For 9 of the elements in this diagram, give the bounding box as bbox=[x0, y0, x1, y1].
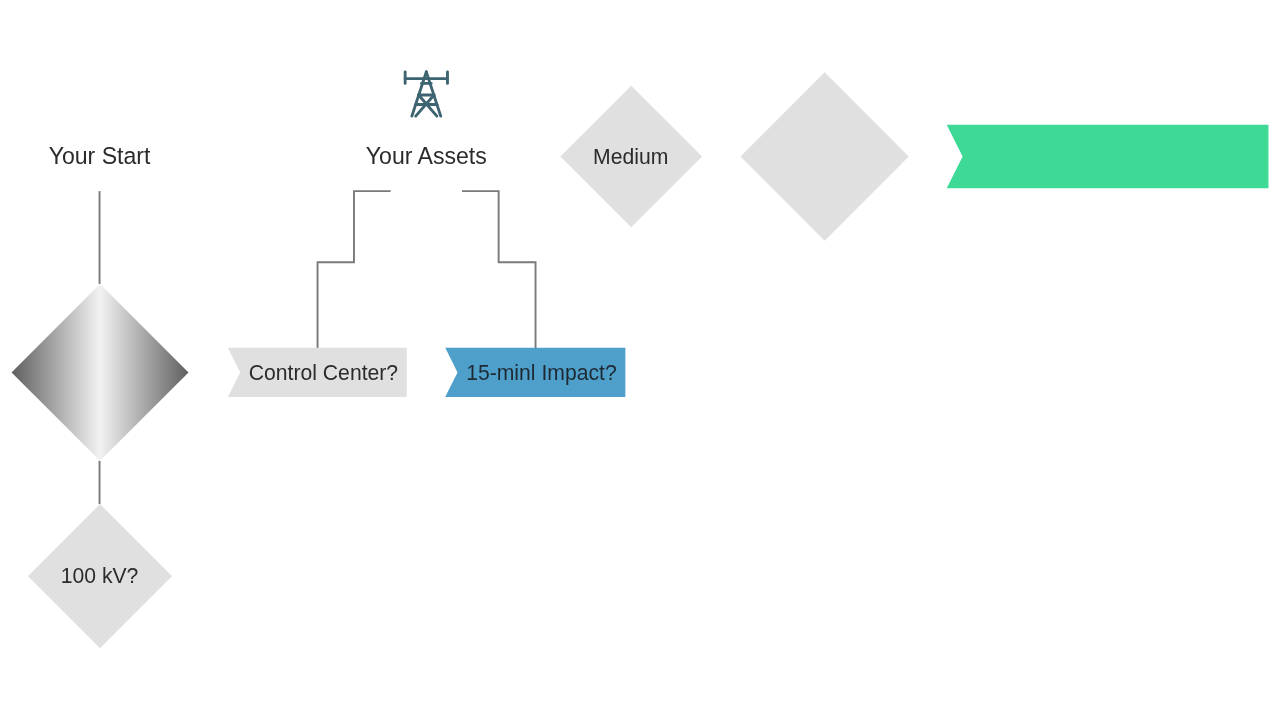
node-text: Your Assets bbox=[365, 143, 487, 169]
node-diamond: Medium bbox=[560, 85, 702, 228]
connector bbox=[98, 190, 101, 285]
node-diamond bbox=[740, 72, 909, 241]
node-diamond: 100 kV? bbox=[28, 504, 172, 649]
connector bbox=[98, 459, 101, 506]
node-bar bbox=[946, 124, 1269, 189]
node-text: Your Start bbox=[48, 143, 151, 169]
node-diamond bbox=[11, 283, 189, 461]
